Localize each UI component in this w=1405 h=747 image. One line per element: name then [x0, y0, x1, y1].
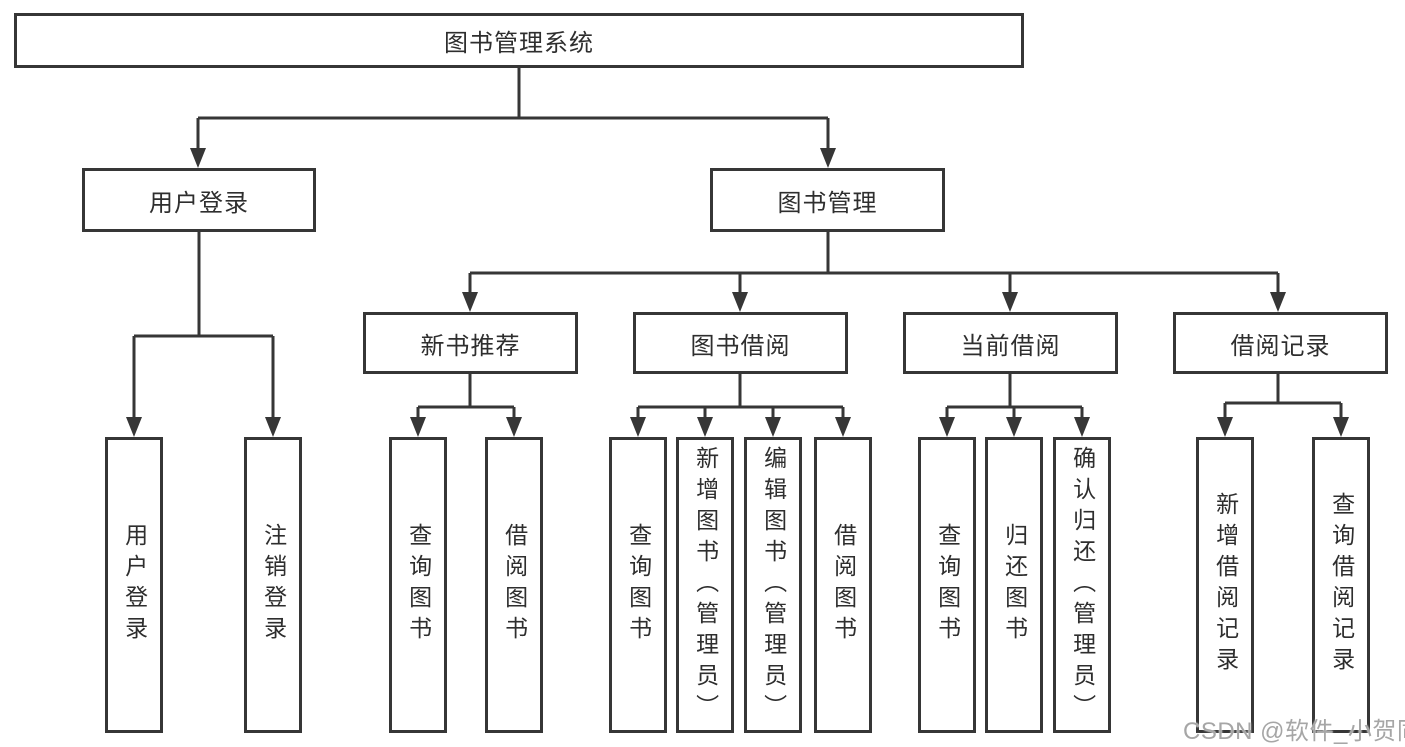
leaf-edit-book-admin: 编辑图书（管理员） [744, 437, 802, 733]
leaf-query-book-current-label: 查询图书 [934, 523, 961, 647]
node-borrow-records: 借阅记录 [1173, 312, 1388, 374]
node-new-book-recommend-label: 新书推荐 [420, 332, 521, 360]
leaf-confirm-return-admin: 确认归还（管理员） [1053, 437, 1111, 733]
leaf-query-book-borrowing: 查询图书 [609, 437, 667, 733]
node-user-login-label: 用户登录 [149, 189, 249, 217]
leaf-return-book-label: 归还图书 [1001, 523, 1028, 647]
connector-path [132, 68, 1343, 421]
node-book-borrowing-label: 图书借阅 [690, 332, 791, 360]
leaf-logout-label: 注销登录 [260, 523, 287, 647]
leaf-query-borrow-record: 查询借阅记录 [1312, 437, 1370, 733]
leaf-borrow-book-recommend: 借阅图书 [485, 437, 543, 733]
leaf-add-book-admin-label: 新增图书（管理员） [692, 445, 719, 725]
node-new-book-recommend: 新书推荐 [363, 312, 578, 374]
node-root-system: 图书管理系统 [14, 13, 1024, 68]
node-user-login: 用户登录 [82, 168, 316, 232]
leaf-edit-book-admin-label: 编辑图书（管理员） [760, 445, 787, 725]
arrowheads [126, 148, 1349, 437]
leaf-query-book-recommend: 查询图书 [389, 437, 447, 733]
leaf-query-book-borrowing-label: 查询图书 [625, 523, 652, 647]
node-current-borrowing: 当前借阅 [903, 312, 1118, 374]
leaf-query-book-current: 查询图书 [918, 437, 976, 733]
leaf-query-book-recommend-label: 查询图书 [405, 523, 432, 647]
node-borrow-records-label: 借阅记录 [1230, 332, 1331, 360]
node-root-label: 图书管理系统 [444, 30, 594, 57]
leaf-query-borrow-record-label: 查询借阅记录 [1328, 492, 1355, 678]
leaf-borrow-book-recommend-label: 借阅图书 [501, 523, 528, 647]
leaf-logout: 注销登录 [244, 437, 302, 733]
leaf-add-book-admin: 新增图书（管理员） [676, 437, 734, 733]
csdn-watermark: CSDN @软件_小贺同学 [1183, 718, 1405, 745]
node-book-management-label: 图书管理 [777, 189, 878, 217]
leaf-return-book: 归还图书 [985, 437, 1043, 733]
leaf-borrow-book: 借阅图书 [814, 437, 872, 733]
node-book-management: 图书管理 [710, 168, 945, 232]
leaf-add-borrow-record-label: 新增借阅记录 [1212, 492, 1239, 678]
leaf-user-login-label: 用户登录 [121, 523, 148, 647]
leaf-borrow-book-label: 借阅图书 [830, 523, 857, 647]
node-current-borrowing-label: 当前借阅 [960, 332, 1061, 360]
leaf-confirm-return-admin-label: 确认归还（管理员） [1069, 445, 1096, 725]
node-book-borrowing: 图书借阅 [633, 312, 848, 374]
leaf-user-login: 用户登录 [105, 437, 163, 733]
leaf-add-borrow-record: 新增借阅记录 [1196, 437, 1254, 733]
